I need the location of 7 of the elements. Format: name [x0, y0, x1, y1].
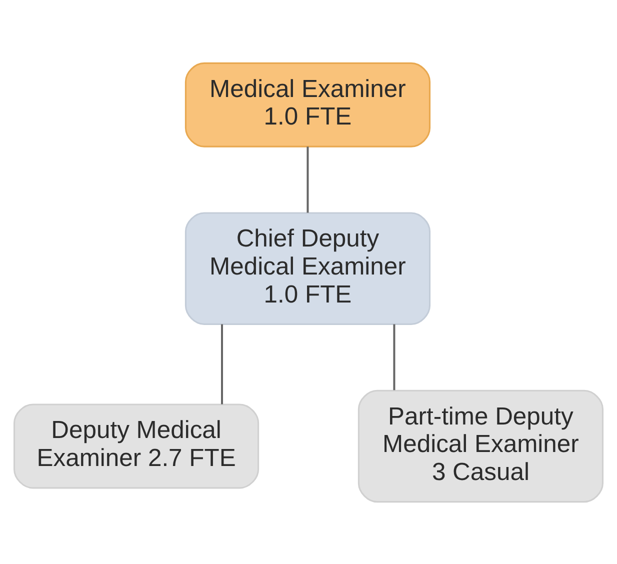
connector — [221, 324, 223, 404]
connector — [306, 146, 309, 212]
connector — [393, 324, 396, 390]
node-box: Medical Examiner 1.0 FTE — [184, 62, 431, 147]
node-box: Deputy Medical Examiner 2.7 FTE — [14, 403, 260, 488]
node-box: Part-time Deputy Medical Examiner 3 Casual — [358, 389, 604, 502]
node-box: Chief Deputy Medical Examiner 1.0 FTE — [184, 212, 431, 324]
